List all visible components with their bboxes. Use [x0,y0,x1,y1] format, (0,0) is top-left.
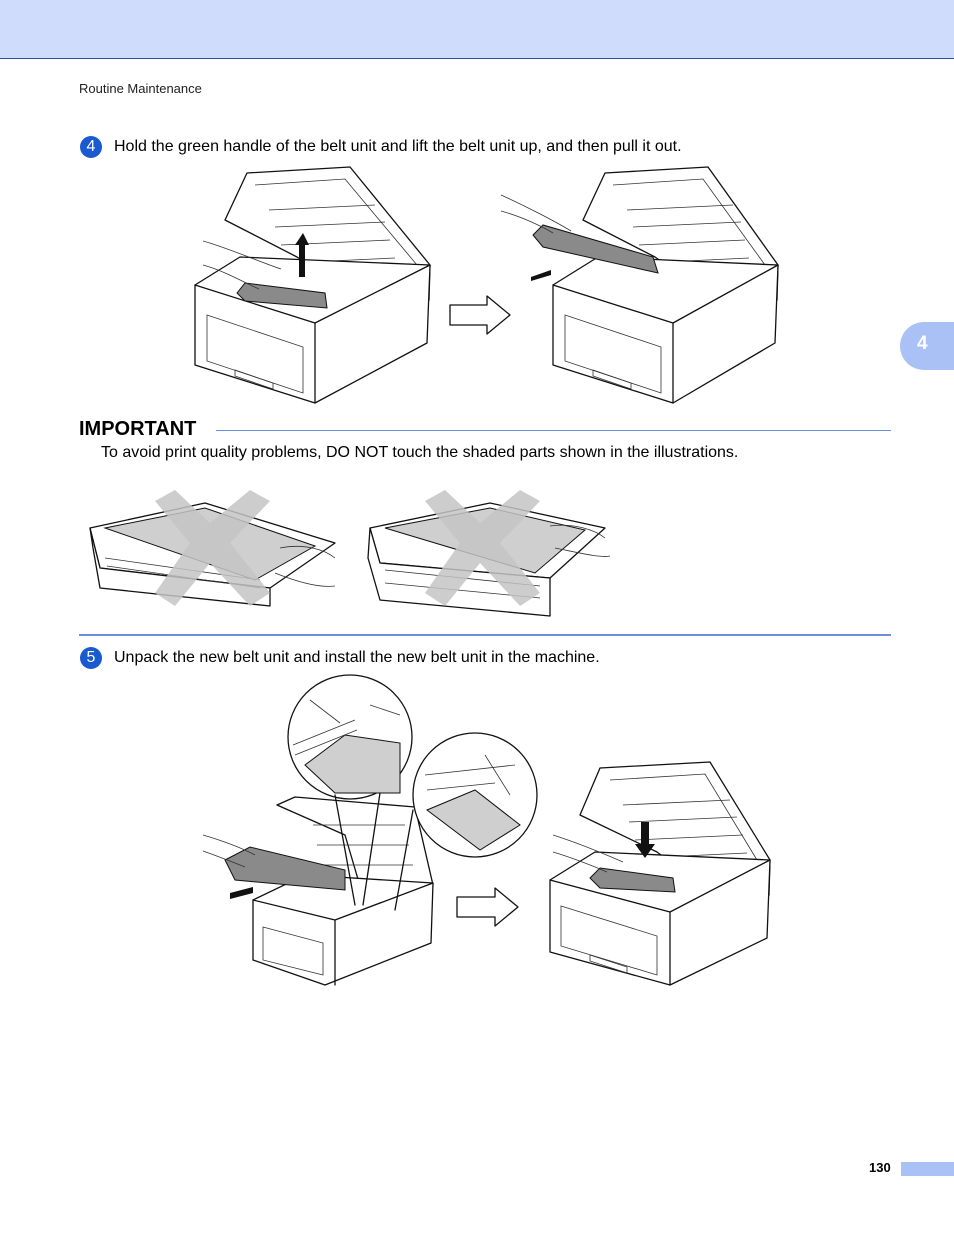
right-arrow-icon [456,887,519,927]
page-number-bar [901,1162,954,1176]
do-not-touch-illustration [89,490,611,617]
printer-belt-installed-image [549,761,771,986]
step-4-text: Hold the green handle of the belt unit a… [114,138,682,155]
step-5-text: Unpack the new belt unit and install the… [114,649,600,666]
zoom-detail-lower-image [394,732,538,911]
step-4-illustration [194,166,779,404]
running-head: Routine Maintenance [79,81,202,96]
printer-pull-out-belt-image [500,166,779,404]
chapter-number: 4 [917,333,928,354]
zoom-detail-upper-image [287,674,413,906]
important-end-rule [79,634,891,636]
printer-lift-belt-image [194,166,431,404]
step-5-illustration [202,674,771,986]
printer-insert-belt-image [202,796,434,986]
right-arrow-icon [449,295,511,335]
step-5-badge: 5 [80,647,102,669]
x-mark-icon [425,490,540,606]
x-mark-icon [155,490,270,606]
step-4-badge: 4 [80,136,102,158]
important-body: To avoid print quality problems, DO NOT … [101,444,739,461]
chapter-tab [900,322,954,370]
header-band [0,0,954,59]
important-rule [216,430,891,431]
page-number: 130 [869,1160,891,1175]
important-title: IMPORTANT [79,418,197,440]
